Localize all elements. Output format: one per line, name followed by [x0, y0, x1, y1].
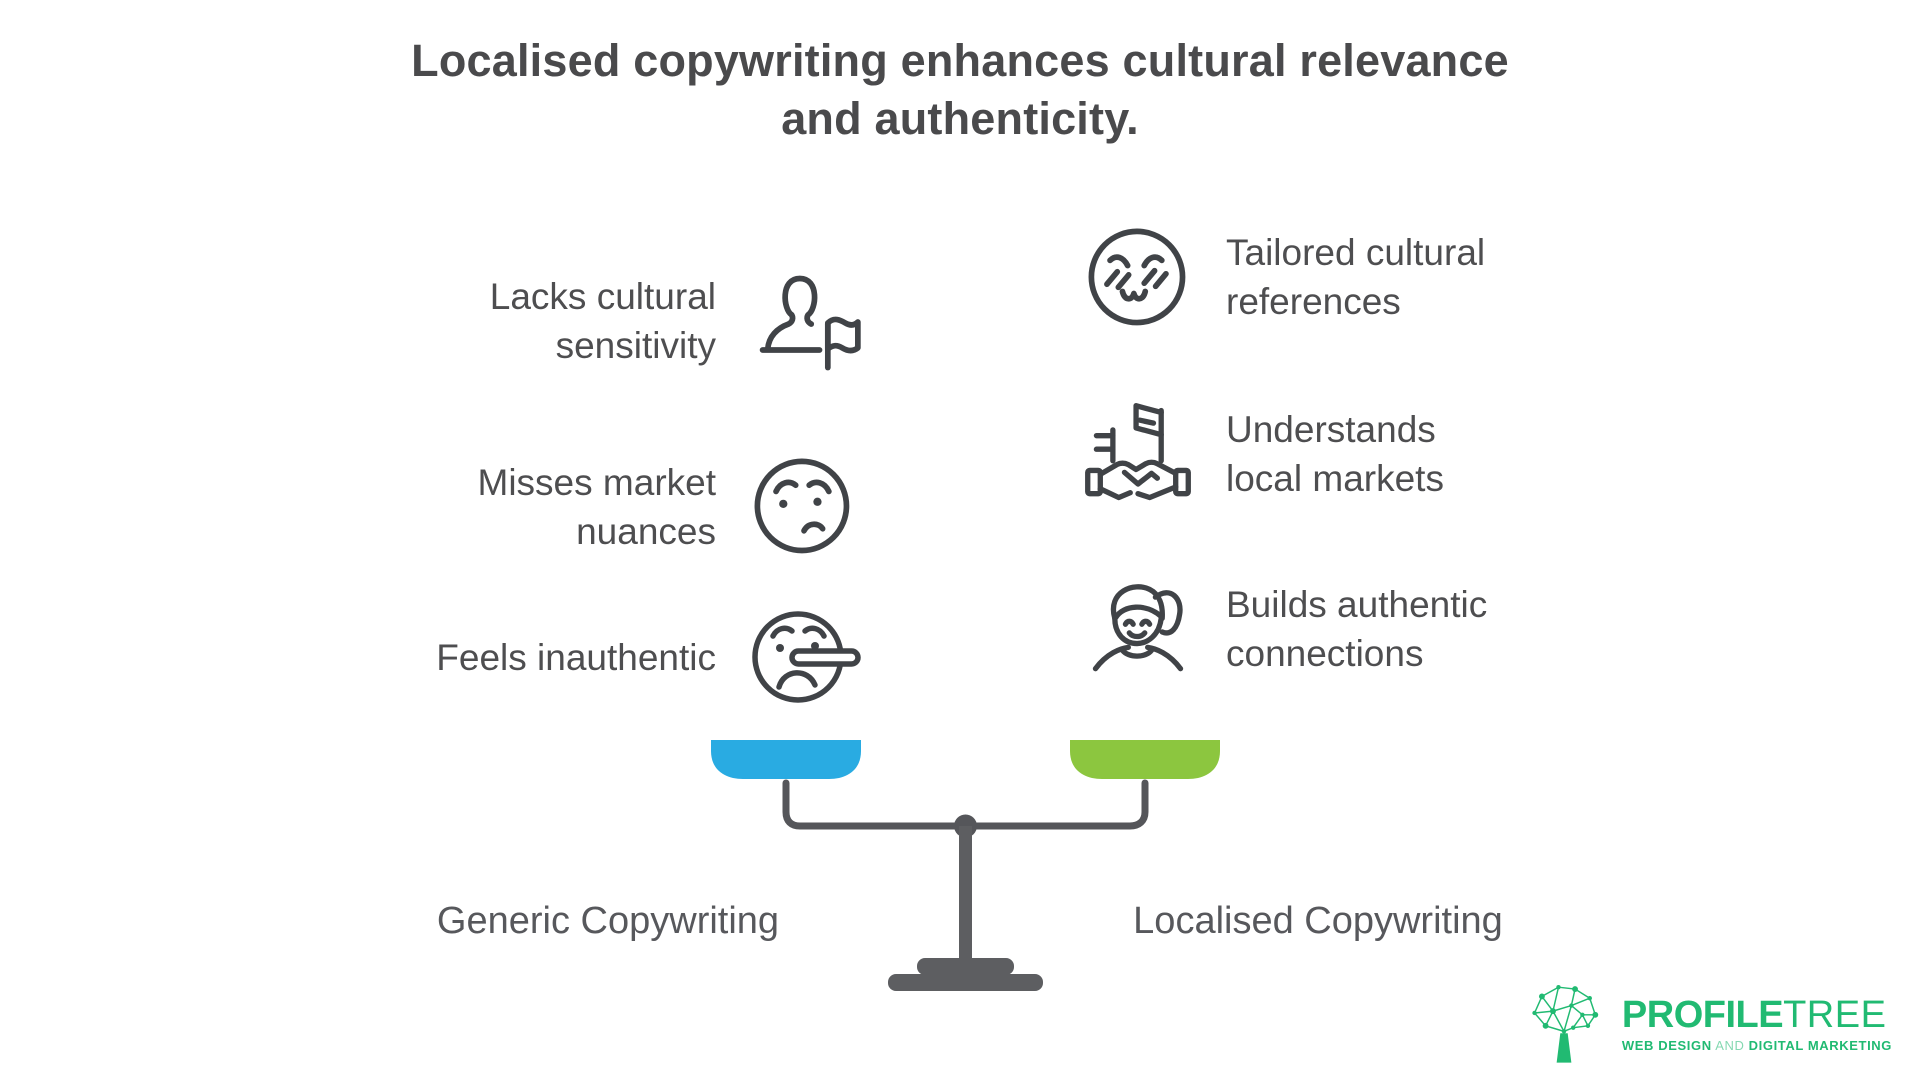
- list-item: Feels inauthentic: [436, 598, 862, 718]
- brand-profile: PROFILE: [1621, 993, 1784, 1036]
- left-scale-pan: [711, 740, 861, 779]
- brand-tagline: WEB DESIGN AND DIGITAL MARKETING: [1621, 1037, 1892, 1053]
- brand-tree: TREE: [1783, 993, 1887, 1036]
- confused-face-icon: [746, 448, 862, 568]
- item-label: Builds authentic connections: [1226, 584, 1488, 674]
- person-with-flag-icon: [746, 262, 862, 382]
- logo-text: PROFILETREE WEB DESIGN AND DIGITAL MARKE…: [1622, 996, 1892, 1053]
- list-item: Tailored cultural references: [1080, 218, 1485, 338]
- list-item: Builds authentic connections: [1080, 570, 1487, 690]
- scale-base-upper: [917, 958, 1014, 975]
- woman-icon: [1080, 570, 1196, 690]
- flag-handshake-icon: [1080, 395, 1196, 515]
- item-label: Misses market nuances: [477, 462, 716, 552]
- relieved-face-icon: [1080, 218, 1196, 338]
- right-scale-pan: [1070, 740, 1220, 779]
- generic-copywriting-label: Generic Copywriting: [436, 900, 780, 942]
- localised-copywriting-label: Localised Copywriting: [1133, 900, 1503, 942]
- scale-post: [959, 826, 972, 960]
- network-tree-icon: [1532, 984, 1599, 1063]
- list-item: Understands local markets: [1080, 395, 1444, 515]
- list-item: Lacks cultural sensitivity: [490, 262, 862, 382]
- item-label: Understands local markets: [1226, 409, 1444, 499]
- item-label: Lacks cultural sensitivity: [489, 276, 716, 366]
- profiletree-logo: PROFILETREE WEB DESIGN AND DIGITAL MARKE…: [1516, 978, 1892, 1070]
- page-title: Localised copywriting enhances cultural …: [411, 35, 1509, 144]
- scale-base-lower: [888, 974, 1043, 991]
- item-label: Tailored cultural references: [1226, 232, 1486, 322]
- list-item: Misses market nuances: [478, 448, 862, 568]
- brand-wordmark: PROFILETREE: [1622, 996, 1892, 1034]
- balance-scale: [711, 740, 1220, 991]
- lying-face-icon: [746, 598, 862, 718]
- item-label: Feels inauthentic: [436, 636, 716, 678]
